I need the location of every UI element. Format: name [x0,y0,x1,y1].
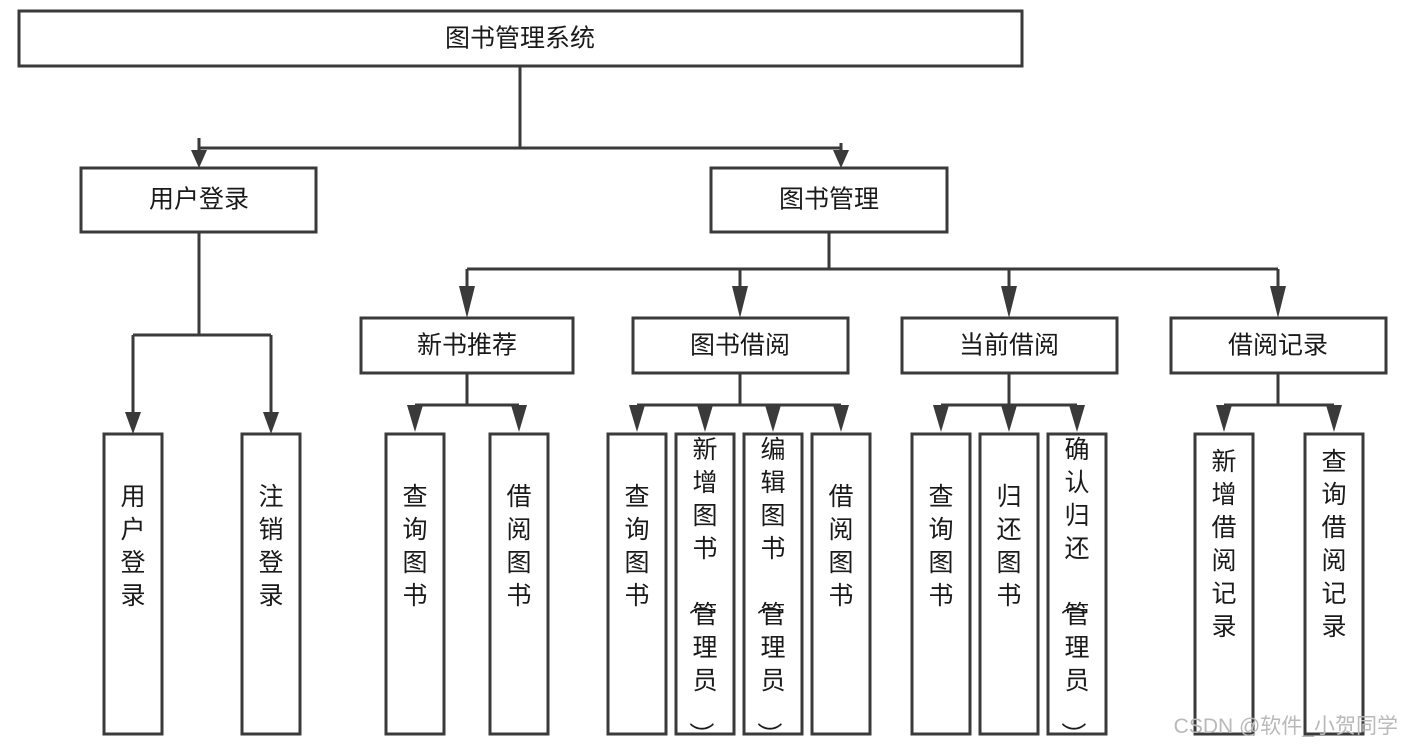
node-leaf-borrow-book-2-box[interactable] [810,432,872,736]
node-leaf-edit-book-label: 编辑图书（管理员） [754,436,785,747]
node-root-label: 图书管理系统 [445,25,595,53]
arrow-icon-leaf-add-record [1216,405,1232,432]
node-current-borrow-box[interactable] [900,316,1119,375]
node-leaf-user-login[interactable]: 用户登录 [102,432,164,736]
arrow-icon-leaf-query-record [1326,405,1342,432]
arrow-icon-borrow-record [1270,286,1286,318]
arrow-icon-leaf-borrow-book-2 [833,405,849,432]
arrow-icon-leaf-query-book-2 [629,405,645,432]
node-root-box[interactable] [17,9,1024,68]
node-leaf-edit-book[interactable]: 编辑图书（管理员） [742,432,804,747]
node-leaf-query-book-1-box[interactable] [384,432,446,736]
edges-layer [125,66,1342,434]
node-leaf-query-record-box[interactable] [1303,432,1365,736]
watermark-label: CSDN @软件_小贺同学 [1174,715,1398,738]
node-current-borrow-label: 当前借阅 [959,332,1059,360]
node-leaf-confirm-return[interactable]: 确认归还（管理员） [1046,432,1108,747]
node-leaf-add-book-box[interactable] [674,432,736,736]
node-leaf-query-book-1-label: 查询图书 [402,483,427,610]
node-leaf-query-book-2-label: 查询图书 [624,483,649,610]
node-book-borrow-box[interactable] [631,316,850,375]
node-leaf-borrow-book-1-box[interactable] [488,432,550,736]
node-book-manage-label: 图书管理 [779,186,879,214]
node-leaf-return-book-box[interactable] [978,432,1040,736]
node-book-manage[interactable]: 图书管理 [709,166,949,234]
node-leaf-query-book-2[interactable]: 查询图书 [606,432,668,736]
node-current-borrow[interactable]: 当前借阅 [900,316,1119,375]
node-leaf-query-book-3[interactable]: 查询图书 [910,432,972,736]
node-leaf-add-record[interactable]: 新增借阅记录 [1193,432,1255,736]
arrow-icon-leaf-return-book [1001,405,1017,432]
node-leaf-query-record-label: 查询借阅记录 [1321,448,1346,641]
node-new-book-recommend-label: 新书推荐 [417,332,517,360]
node-user-login-box[interactable] [79,166,318,234]
node-new-book-recommend[interactable]: 新书推荐 [359,316,575,375]
node-leaf-user-login-box[interactable] [102,432,164,736]
node-new-book-recommend-box[interactable] [359,316,575,375]
node-leaf-return-book-label: 归还图书 [996,483,1021,610]
arrow-icon-leaf-add-book [697,405,713,432]
node-leaf-add-record-box[interactable] [1193,432,1255,736]
node-leaf-logout-login-box[interactable] [240,432,302,736]
node-leaf-query-book-2-box[interactable] [606,432,668,736]
arrow-icon-new-book-recommend [459,286,475,318]
node-leaf-borrow-book-2[interactable]: 借阅图书 [810,432,872,736]
arrow-icon-leaf-confirm-return [1069,405,1085,432]
node-leaf-logout-login-label: 注销登录 [258,483,283,610]
node-leaf-add-book[interactable]: 新增图书（管理员） [674,432,736,747]
node-leaf-query-record[interactable]: 查询借阅记录 [1303,432,1365,736]
node-leaf-borrow-book-1[interactable]: 借阅图书 [488,432,550,736]
node-borrow-record[interactable]: 借阅记录 [1169,316,1388,375]
node-leaf-query-book-3-box[interactable] [910,432,972,736]
node-leaf-query-book-1[interactable]: 查询图书 [384,432,446,736]
node-user-login-label: 用户登录 [149,186,249,214]
node-leaf-logout-login[interactable]: 注销登录 [240,432,302,736]
arrow-icon-leaf-query-book-1 [407,405,423,432]
node-leaf-query-book-3-label: 查询图书 [928,483,953,610]
arrow-icon-leaf-query-book-3 [933,405,949,432]
node-leaf-return-book[interactable]: 归还图书 [978,432,1040,736]
node-root[interactable]: 图书管理系统 [17,9,1024,68]
node-book-borrow-label: 图书借阅 [690,332,790,360]
arrow-icon-leaf-logout-login [263,412,279,434]
node-leaf-user-login-label: 用户登录 [120,483,145,610]
node-leaf-add-record-label: 新增借阅记录 [1211,448,1236,641]
node-leaf-confirm-return-box[interactable] [1046,432,1108,736]
node-book-borrow[interactable]: 图书借阅 [631,316,850,375]
node-leaf-add-book-label: 新增图书（管理员） [686,436,717,747]
node-borrow-record-box[interactable] [1169,316,1388,375]
arrow-icon-book-borrow [732,286,748,318]
node-borrow-record-label: 借阅记录 [1228,332,1328,360]
arrow-icon-leaf-borrow-book-1 [511,405,527,432]
node-leaf-confirm-return-label: 确认归还（管理员） [1058,436,1089,747]
arrow-icon-book-manage [833,150,849,168]
arrow-icon-leaf-edit-book [765,405,781,432]
node-user-login[interactable]: 用户登录 [79,166,318,234]
arrow-icon-current-borrow [1001,286,1017,318]
node-leaf-borrow-book-2-label: 借阅图书 [828,483,853,610]
node-leaf-edit-book-box[interactable] [742,432,804,736]
node-leaf-borrow-book-1-label: 借阅图书 [506,483,531,610]
node-book-manage-box[interactable] [709,166,949,234]
arrow-icon-leaf-user-login [125,412,141,434]
arrow-icon-user-login [191,150,207,168]
